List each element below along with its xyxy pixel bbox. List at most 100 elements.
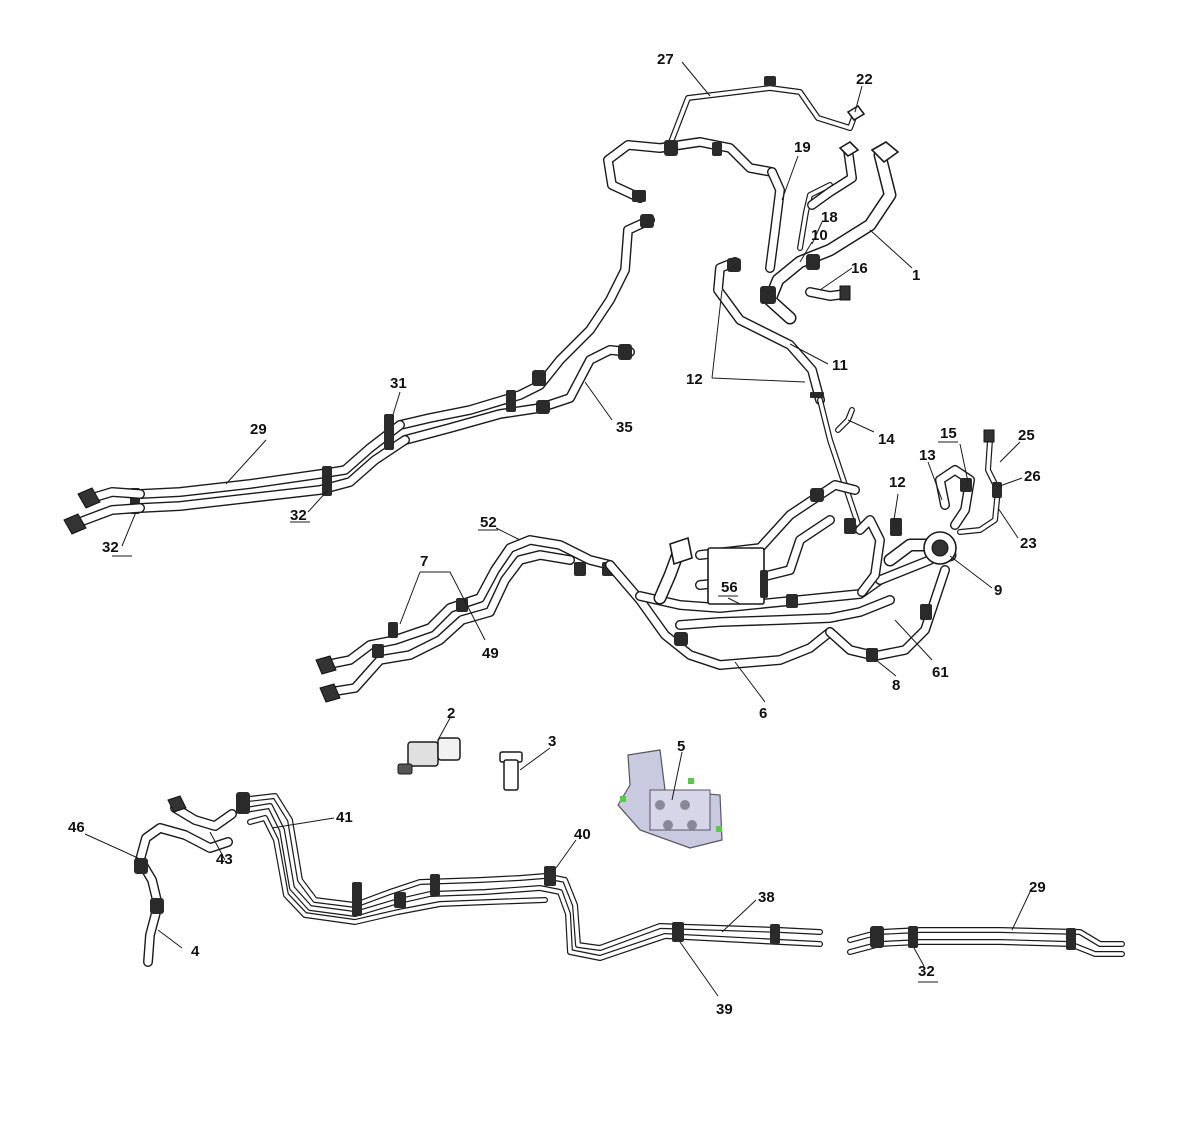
callout-61: 61 [932,664,949,681]
marker-5b [688,778,694,784]
callout-32-mid: 32 [290,507,307,524]
clamp-26 [992,482,1002,498]
hose-27 [665,76,866,153]
callout-41: 41 [336,809,353,826]
callout-5: 5 [677,738,685,755]
clamp-11 [810,392,824,398]
lower-hose-assembly [134,792,1125,967]
callout-4: 4 [191,943,200,960]
connector-49b [319,683,341,703]
upper-hose-assembly [603,76,900,533]
callout-1: 1 [912,267,920,284]
callout-23: 23 [1020,535,1037,552]
left-hose-assembly [63,214,655,535]
connector-22 [846,104,866,122]
callout-32-lower: 32 [918,963,935,980]
callout-14: 14 [878,431,895,448]
callout-27: 27 [657,51,674,68]
fitting-3 [499,751,523,791]
clamp-32-upper [322,466,332,496]
clamp-15 [960,478,972,492]
loose-parts [397,737,723,849]
hose-41 [236,792,823,961]
callout-13: 13 [919,447,936,464]
callout-22: 22 [856,71,873,88]
callout-39: 39 [716,1001,733,1018]
callout-31: 31 [390,375,407,392]
connector-core [669,536,693,566]
callout-9: 9 [994,582,1002,599]
clamp-35c [506,390,516,412]
hose-14 [835,407,855,433]
callout-19: 19 [794,139,811,156]
clamp-10 [760,286,776,304]
clamp-upper-3 [632,190,646,202]
hose-11-12 [713,257,863,533]
hose-core [669,480,957,605]
middle-hose-assembly [315,429,1002,703]
clamp-35a [532,370,546,386]
marker-5a [620,796,626,802]
connector-29a [77,487,101,509]
clamp-31 [384,414,394,450]
callout-25: 25 [1018,427,1035,444]
callout-32-left: 32 [102,539,119,556]
callout-8: 8 [892,677,900,694]
clamp-core-a [810,488,824,502]
sensor-2 [397,737,461,775]
clamp-29-lower [870,926,884,948]
connector-29b [63,513,87,535]
callout-49: 49 [482,645,499,662]
callout-6: 6 [759,705,767,722]
clamp-41c [394,892,406,908]
clamp-8 [866,648,878,662]
marker-5c [716,826,722,832]
callout-26: 26 [1024,468,1041,485]
connector-49a [315,655,337,675]
callout-12-low: 12 [889,474,906,491]
callout-16: 16 [851,260,868,277]
clamp-7 [388,622,398,638]
hose-16 [805,285,851,301]
clamp-35b [536,400,550,414]
hose-upper-loop [603,137,777,203]
callout-29-top: 29 [250,421,267,438]
callout-18: 18 [821,209,838,226]
module-5 [617,749,723,849]
callout-46: 46 [68,819,85,836]
clamp-32-lower [908,926,918,948]
leader-lines [84,61,1031,997]
clamp-12-low [890,518,902,536]
callout-15: 15 [940,425,957,442]
callout-40: 40 [574,826,591,843]
clamp-41a [352,882,362,916]
connector-1a [870,141,900,164]
callout-2: 2 [447,705,455,722]
clamp-41d [236,792,250,814]
callout-38: 38 [758,889,775,906]
connector-16 [839,285,851,301]
callout-56: 56 [721,579,738,596]
clamp-40 [544,866,556,886]
clamp-core-b [844,518,856,534]
hose-49 [315,535,615,703]
clamp-7b [372,644,384,658]
callout-29-lower: 29 [1029,879,1046,896]
hose-4-46 [134,795,237,967]
clamp-29-end [1066,928,1076,950]
hose-19 [765,167,785,273]
clamp-46 [134,858,148,874]
clamp-35d [618,344,632,360]
clamp-49 [456,598,468,612]
callout-35: 35 [616,419,633,436]
connector-25 [983,429,995,443]
hose-8-61 [825,555,950,662]
hose-29 [63,414,410,535]
hose-35 [395,214,655,445]
clamp-56 [760,570,768,598]
clamp-27 [764,76,776,86]
callout-labels: 27 22 19 18 10 16 1 11 12 14 15 25 13 26… [68,51,1046,1018]
connector-43 [167,795,187,813]
clamp-39 [672,922,684,942]
clamp-16 [806,254,820,270]
